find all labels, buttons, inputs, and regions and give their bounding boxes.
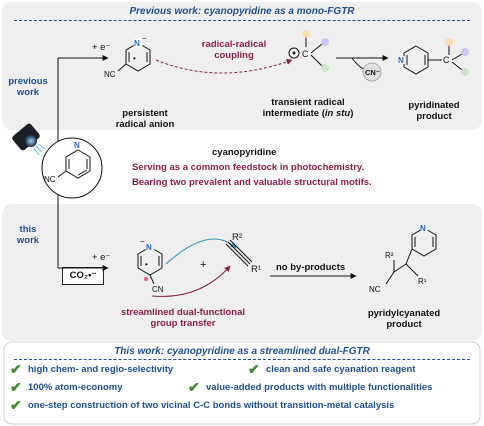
pyridinated-line1: pyridinated <box>408 100 460 111</box>
intermediate-italic: in stu <box>324 108 351 119</box>
advantage-item: value-added products with multiple funct… <box>206 382 433 393</box>
check-icon: ✔ <box>10 361 22 377</box>
previous-label-line1: previous <box>8 76 48 87</box>
this-work-label: this work <box>6 224 50 246</box>
cyanopyridine-title: cyanopyridine <box>212 147 277 158</box>
pyridylcyanated-product-label: pyridylcyanated product <box>356 308 452 330</box>
alkyne-r2: R² <box>232 232 243 243</box>
svg-text:N: N <box>74 141 80 150</box>
check-icon: ✔ <box>188 379 200 395</box>
dual-transfer-line2: group transfer <box>150 318 216 329</box>
intermediate-close: ) <box>350 108 354 119</box>
this-electron: + e⁻ <box>92 252 111 263</box>
intermediate-line1: transient radical <box>271 97 345 108</box>
intermediate-label: transient radical intermediate (in stu) <box>254 97 362 119</box>
previous-electron: + e⁻ <box>92 42 111 53</box>
dual-transfer-label: streamlined dual-functional group transf… <box>108 307 258 329</box>
previous-work-label: previous work <box>6 76 50 98</box>
pyridylcyanated-line1: pyridylcyanated <box>367 308 441 319</box>
previous-label-line2: work <box>16 87 40 98</box>
coupling-line2: coupling <box>214 50 254 61</box>
no-byproducts-label: no by-products <box>276 262 346 273</box>
anion-label-line2: radical anion <box>115 119 175 130</box>
pyridylcyanated-line2: product <box>386 319 422 330</box>
previous-work-header: Previous work: cyanopyridine as a mono-F… <box>129 6 355 17</box>
pyridinated-product-label: pyridinated product <box>396 100 472 122</box>
check-icon: ✔ <box>10 397 22 413</box>
this-label-line1: this <box>19 224 37 235</box>
advantage-item: 100% atom-economy <box>28 382 123 393</box>
summary-header: This work: cyanopyridine as a streamline… <box>114 346 370 357</box>
co2-radical-anion-box: CO₂•⁻ <box>62 267 104 285</box>
anion-label-line1: persistent <box>122 108 168 119</box>
dual-transfer-line1: streamlined dual-functional <box>120 307 246 318</box>
center-line1: Serving as a common feedstock in photoch… <box>132 162 365 173</box>
check-icon: ✔ <box>248 361 260 377</box>
center-line2: Bearing two prevalent and valuable struc… <box>132 177 372 188</box>
svg-text:NC: NC <box>44 175 56 184</box>
cyanopyridine-molecule: N NC <box>41 137 103 199</box>
intermediate-line2: intermediate ( <box>262 108 325 119</box>
alkyne-r1: R¹ <box>251 264 262 275</box>
advantage-item: clean and safe cyanation reagent <box>266 364 416 375</box>
anion-label: persistent radical anion <box>100 108 190 130</box>
plus-sign: + <box>200 259 207 271</box>
advantage-item: high chem- and regio-selectivity <box>28 364 174 375</box>
coupling-label: radical-radical coupling <box>186 39 282 61</box>
this-label-line2: work <box>16 235 40 246</box>
advantage-item: one-step construction of two vicinal C-C… <box>28 400 395 411</box>
previous-header-rule <box>14 20 470 21</box>
pyridinated-line2: product <box>416 111 452 122</box>
check-icon: ✔ <box>10 379 22 395</box>
coupling-line1: radical-radical <box>201 39 267 50</box>
summary-header-rule <box>14 359 470 360</box>
